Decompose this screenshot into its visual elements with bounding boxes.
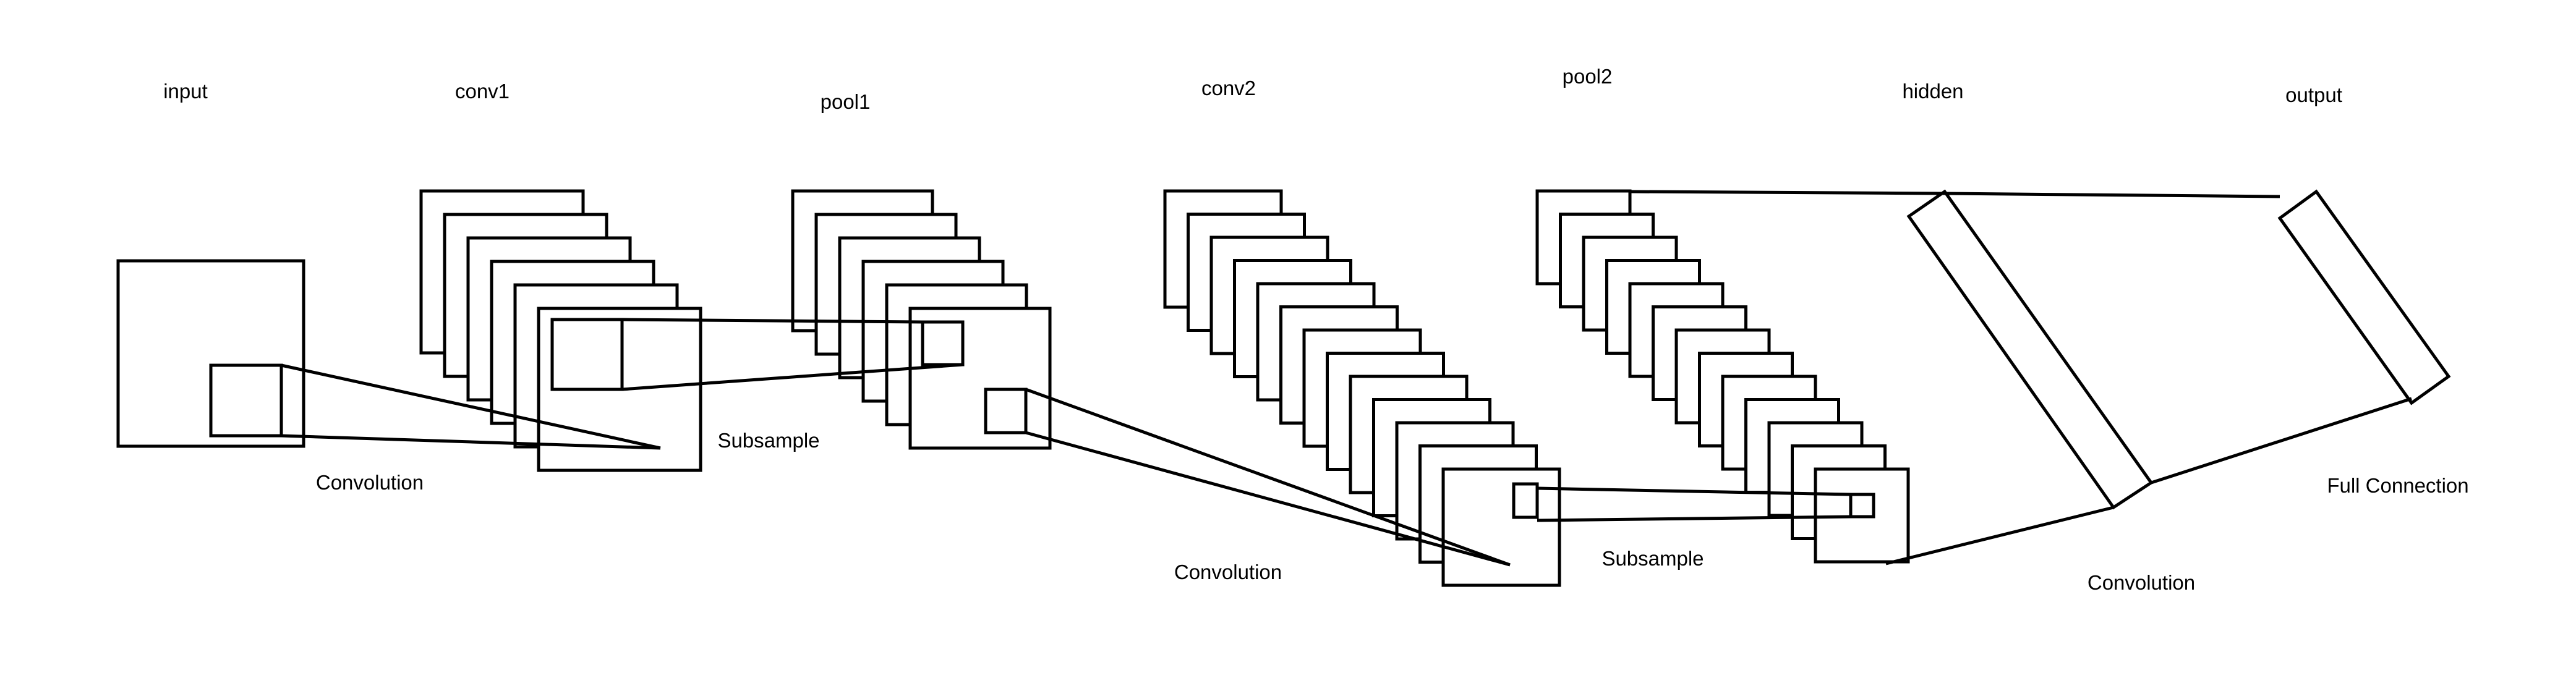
label-conv2: conv2 [1201, 77, 1256, 100]
label-input: input [163, 80, 208, 103]
conv1-feature-maps [419, 189, 702, 472]
label-output: output [2285, 83, 2342, 106]
label-subsample-2: Subsample [1601, 547, 1704, 570]
connection-pool2-hidden [1629, 190, 2114, 566]
input-receptive-field [209, 363, 283, 438]
label-convolution-1: Convolution [316, 471, 424, 494]
pool2-receptive-field [1849, 493, 1875, 519]
connection-hidden-output [1944, 192, 2412, 485]
output-layer [2277, 189, 2451, 405]
label-convolution-3: Convolution [2088, 571, 2195, 594]
connection-pool1-conv2 [1025, 388, 1511, 567]
hidden-layer-bar [1906, 189, 2154, 510]
connection-conv1-pool1 [621, 318, 963, 391]
input-layer [116, 259, 305, 448]
label-convolution-2: Convolution [1174, 561, 1282, 583]
output-layer-bar [2277, 189, 2451, 405]
label-subsample-1: Subsample [717, 429, 819, 452]
pool1-receptive-field-a [921, 320, 965, 367]
pool2-feature-maps [1535, 189, 1910, 564]
label-pool1: pool1 [821, 90, 871, 113]
conv1-pooling-window [550, 318, 624, 391]
connection-conv2-pool2 [1537, 486, 1851, 522]
hidden-layer [1906, 189, 2154, 510]
conv2-map-13 [1441, 467, 1561, 587]
label-conv1: conv1 [455, 80, 510, 103]
conv2-pooling-window [1512, 482, 1539, 519]
pool1-receptive-field-b [984, 388, 1028, 434]
conv2-feature-maps [1163, 189, 1561, 587]
label-pool2: pool2 [1563, 65, 1613, 88]
connection-input-conv1 [281, 363, 661, 450]
label-full-connection: Full Connection [2327, 474, 2468, 497]
label-hidden: hidden [1902, 80, 1963, 103]
